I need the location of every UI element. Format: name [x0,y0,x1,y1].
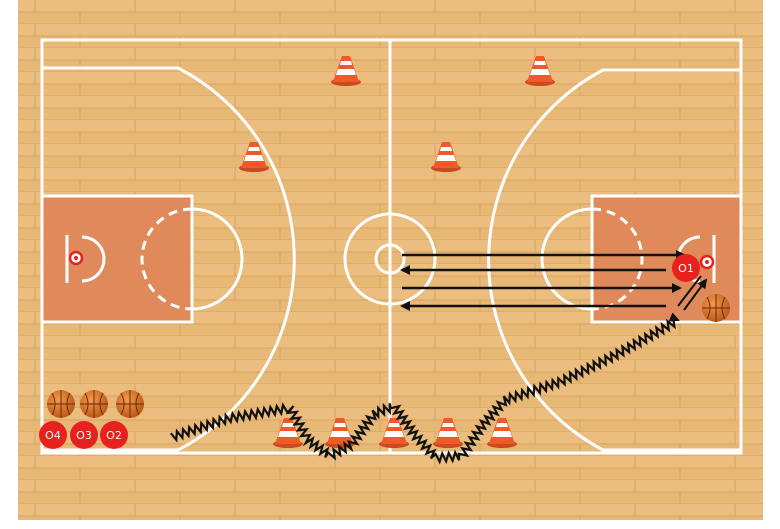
svg-text:O3: O3 [76,429,92,442]
basketball-icon [47,390,75,418]
player-o3: O3 [70,421,98,449]
hoop-icon [701,256,713,268]
player-o4: O4 [39,421,67,449]
player-o2: O2 [100,421,128,449]
basketball-icon [116,390,144,418]
svg-text:O2: O2 [106,429,122,442]
svg-text:O4: O4 [45,429,61,442]
svg-text:O1: O1 [678,262,694,275]
basketball-icon [702,294,730,322]
player-o1: O1 [672,254,700,282]
hoop-icon [70,252,82,264]
basketball-icon [80,390,108,418]
